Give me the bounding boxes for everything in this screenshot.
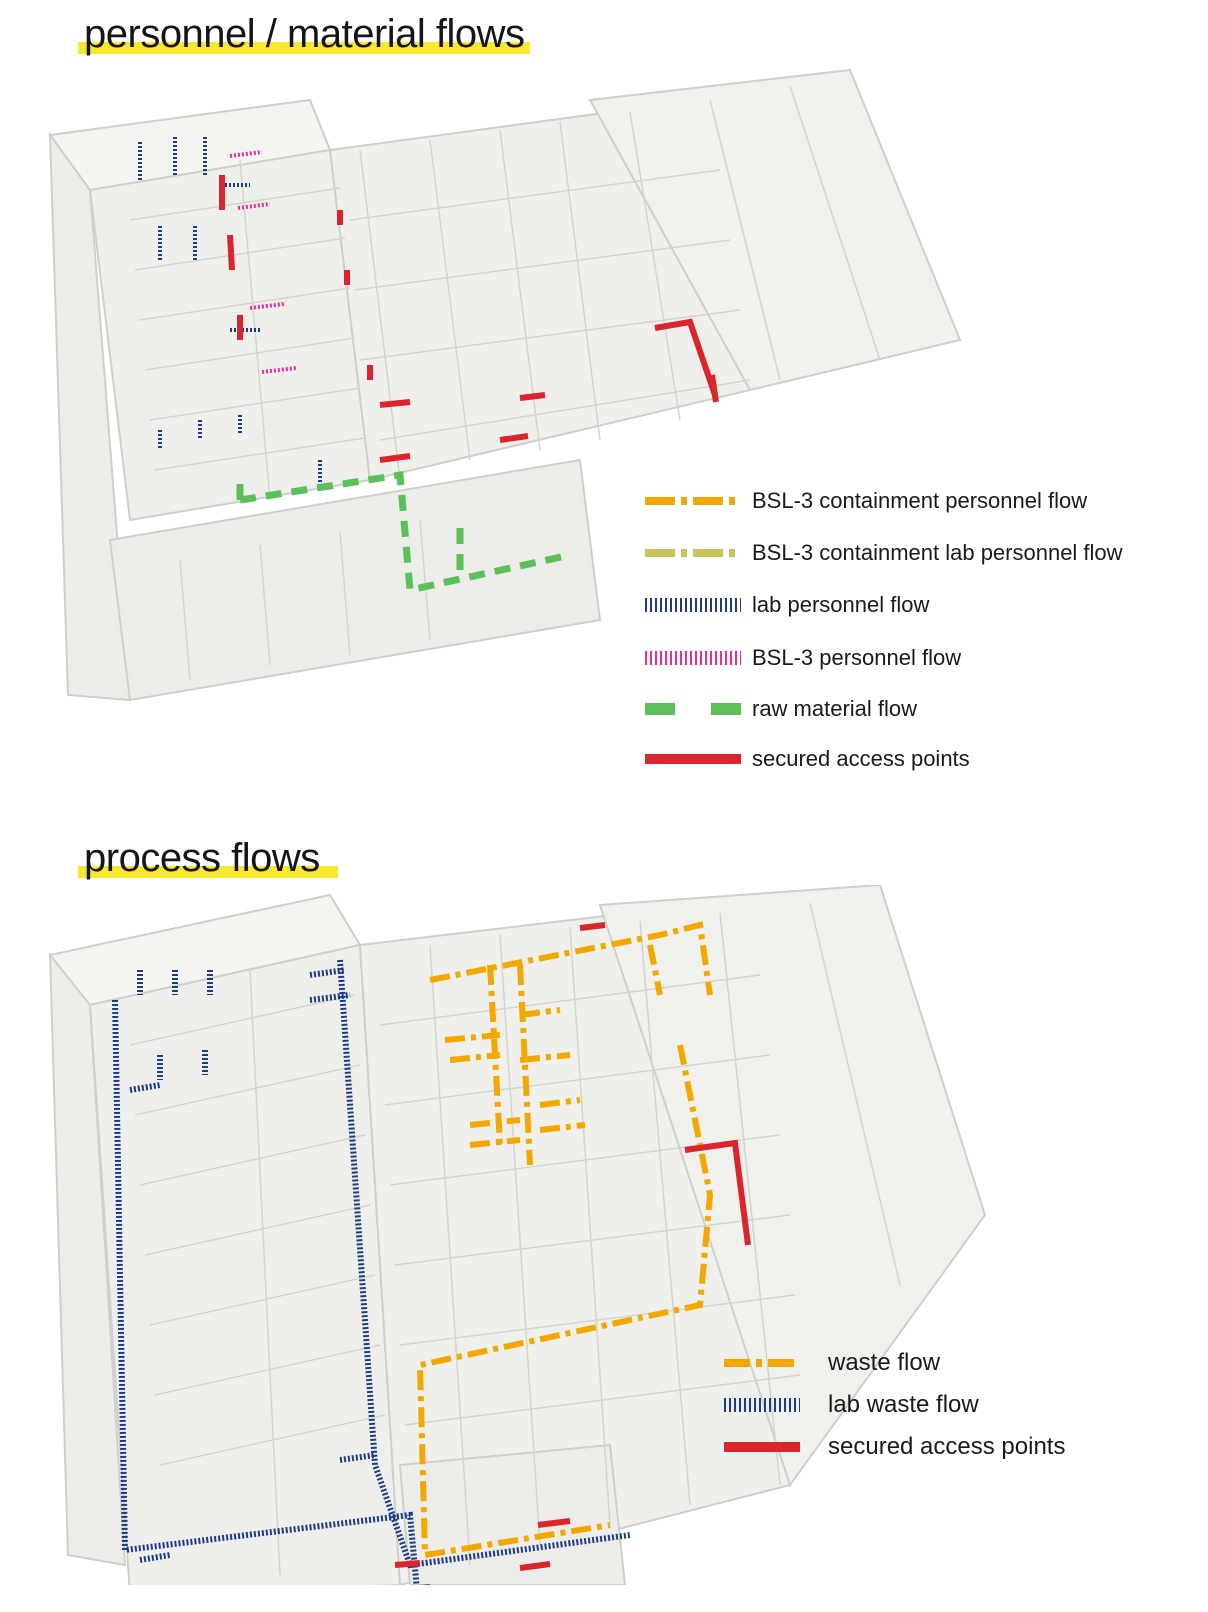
legend-item: secured access points bbox=[724, 1432, 1065, 1462]
section-title-personnel-material: personnel / material flows bbox=[84, 12, 525, 56]
secured-access-points bbox=[394, 922, 751, 1585]
waste-flow-path bbox=[416, 921, 714, 1559]
legend-item: waste flow bbox=[724, 1348, 940, 1378]
legend-item: raw material flow bbox=[645, 694, 917, 724]
legend-swatch-dashdot bbox=[645, 497, 741, 505]
building-massing bbox=[48, 885, 987, 1585]
legend-item: lab personnel flow bbox=[645, 590, 929, 620]
legend-swatch-hatch bbox=[724, 1398, 800, 1412]
legend-label: secured access points bbox=[828, 1433, 1066, 1460]
legend-label: BSL-3 personnel flow bbox=[752, 645, 962, 670]
legend-swatch-hatch bbox=[645, 598, 741, 612]
bsl3-personnel-flow-arrows bbox=[229, 150, 297, 374]
raw-material-flow-path bbox=[236, 470, 571, 595]
legend-label: BSL-3 containment personnel flow bbox=[752, 488, 1088, 513]
legend-item: lab waste flow bbox=[724, 1390, 979, 1420]
legend-item: BSL-3 containment lab personnel flow bbox=[645, 538, 1123, 568]
secured-access-points bbox=[219, 175, 719, 463]
floor-plan-personnel-material bbox=[48, 68, 962, 702]
legend-label: BSL-3 containment lab personnel flow bbox=[752, 540, 1123, 565]
legend-swatch-hatch bbox=[645, 651, 741, 665]
legend-process: waste flow lab waste flow secured access… bbox=[724, 1348, 1144, 1498]
legend-label: secured access points bbox=[752, 746, 970, 771]
floor-plan-process bbox=[48, 885, 987, 1585]
section-title-process: process flows bbox=[84, 836, 320, 880]
heading-highlight bbox=[78, 42, 530, 54]
legend-label: raw material flow bbox=[752, 696, 918, 721]
legend-personnel-material: BSL-3 containment personnel flow BSL-3 c… bbox=[645, 486, 1165, 786]
heading-highlight bbox=[78, 866, 338, 878]
legend-label: lab personnel flow bbox=[752, 592, 930, 617]
legend-swatch-dashdot bbox=[645, 549, 741, 557]
legend-label: lab waste flow bbox=[828, 1391, 979, 1418]
legend-item: BSL-3 personnel flow bbox=[645, 643, 961, 673]
legend-swatch-solid bbox=[645, 754, 741, 764]
legend-swatch-dash bbox=[645, 703, 741, 715]
legend-label: waste flow bbox=[828, 1349, 941, 1376]
legend-swatch-solid bbox=[724, 1442, 800, 1452]
legend-item: secured access points bbox=[645, 744, 970, 774]
legend-item: BSL-3 containment personnel flow bbox=[645, 486, 1087, 516]
legend-swatch-dashdot bbox=[724, 1359, 800, 1367]
lab-waste-flow-path bbox=[112, 959, 631, 1585]
